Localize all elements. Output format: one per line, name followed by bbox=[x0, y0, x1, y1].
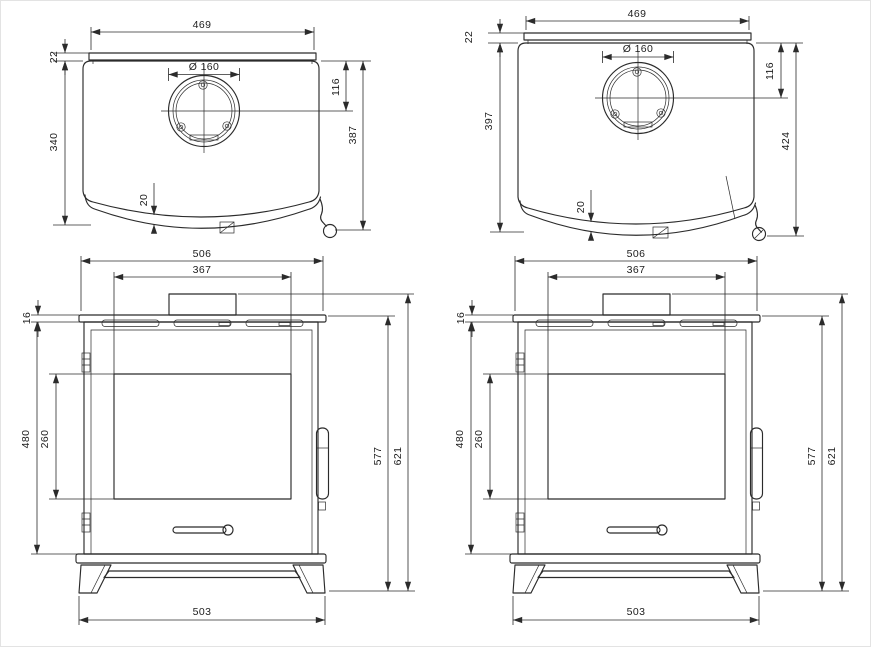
dim-label-glass-width: 367 bbox=[193, 264, 212, 276]
door-glass bbox=[547, 373, 726, 500]
side-handle bbox=[749, 427, 764, 500]
view-top-right: 469 22 397 Ø 160 116 424 20 bbox=[463, 8, 804, 242]
dim-label-base-width: 503 bbox=[627, 606, 646, 618]
latch-detail bbox=[219, 221, 235, 234]
stove-body bbox=[83, 321, 319, 555]
stove-body bbox=[517, 321, 753, 555]
view-top-left: 469 22 340 Ø 160 116 387 20 bbox=[48, 19, 371, 239]
dim-label-height-to-plate: 577 bbox=[806, 447, 818, 466]
stove-top-outline bbox=[517, 32, 767, 242]
door-hinge-hook bbox=[754, 204, 763, 233]
dim-label-glass-height: 260 bbox=[473, 430, 485, 449]
dim-label-base-width: 503 bbox=[193, 606, 212, 618]
dim-label-depth-body: 340 bbox=[48, 133, 60, 152]
dim-label-flue-center: 116 bbox=[330, 78, 342, 96]
dim-label-depth-body: 397 bbox=[483, 112, 495, 131]
dim-label-plate-width: 506 bbox=[193, 248, 212, 260]
dimensions-front-right: 506 367 16 480 260 577 621 503 bbox=[454, 248, 849, 625]
dim-label-plate-thickness: 16 bbox=[455, 312, 467, 324]
dim-label-depth-total: 424 bbox=[780, 132, 792, 151]
flue-centerlines bbox=[161, 64, 353, 153]
door-handle bbox=[172, 524, 234, 536]
front-lip-band bbox=[84, 194, 322, 229]
view-front-left: 506 367 16 480 260 577 621 503 bbox=[20, 248, 415, 625]
base-recess bbox=[537, 570, 735, 579]
leader-line bbox=[725, 175, 736, 220]
top-plate-rear-strip bbox=[88, 52, 317, 61]
dim-label-body-height: 480 bbox=[454, 430, 466, 449]
dim-label-lip: 20 bbox=[138, 194, 150, 206]
dim-label-height-total: 621 bbox=[826, 447, 838, 466]
top-plate-rear-strip bbox=[523, 32, 752, 41]
dimensions-top-right: 469 22 397 Ø 160 116 424 20 bbox=[463, 8, 804, 241]
leg-right bbox=[292, 564, 326, 594]
door-knob-top-view bbox=[322, 223, 338, 239]
vent-slot bbox=[245, 319, 304, 327]
side-handle bbox=[315, 427, 330, 500]
base-plate bbox=[509, 553, 761, 564]
stove-top-outline bbox=[82, 52, 338, 239]
hinge-lower bbox=[515, 512, 525, 533]
dim-label-body-height: 480 bbox=[20, 430, 32, 449]
dim-label-depth-total: 387 bbox=[347, 126, 359, 145]
handle-catch bbox=[318, 501, 326, 511]
dim-label-height-total: 621 bbox=[392, 447, 404, 466]
vent-slot bbox=[679, 319, 738, 327]
base-plate bbox=[75, 553, 327, 564]
latch-detail bbox=[652, 226, 669, 239]
top-plate bbox=[78, 314, 327, 323]
flue-outlet bbox=[161, 64, 353, 153]
door-glass bbox=[113, 373, 292, 500]
dimensions-top-left: 469 22 340 Ø 160 116 387 20 bbox=[48, 19, 371, 234]
dim-label-glass-height: 260 bbox=[39, 430, 51, 449]
view-front-right: 506 367 16 480 260 577 621 503 bbox=[454, 248, 849, 625]
door-frame bbox=[90, 329, 313, 554]
dim-label-plate-gap: 22 bbox=[48, 51, 60, 63]
dim-label-height-to-plate: 577 bbox=[372, 447, 384, 466]
dimensions-front-left: 506 367 16 480 260 577 621 503 bbox=[20, 248, 415, 625]
leg-left bbox=[512, 564, 546, 594]
flue-collar bbox=[602, 293, 671, 316]
dim-label-plate-gap: 22 bbox=[463, 31, 475, 43]
dim-label-glass-width: 367 bbox=[627, 264, 646, 276]
vent-slot bbox=[607, 319, 666, 327]
dim-label-plate-thickness: 16 bbox=[21, 312, 33, 324]
front-lip-band bbox=[519, 200, 757, 236]
handle-catch bbox=[752, 501, 760, 511]
dim-label-width: 469 bbox=[193, 19, 212, 31]
hinge-upper bbox=[515, 352, 525, 373]
leg-right bbox=[726, 564, 760, 594]
dim-label-flue-diameter: Ø 160 bbox=[189, 61, 220, 73]
flue-outlet bbox=[595, 51, 788, 140]
stove-front-outline bbox=[509, 293, 764, 594]
leg-left bbox=[78, 564, 112, 594]
door-hinge-hook bbox=[319, 198, 328, 227]
door-frame bbox=[524, 329, 747, 554]
dim-label-flue-diameter: Ø 160 bbox=[623, 43, 654, 55]
vent-slot bbox=[173, 319, 232, 327]
flue-collar bbox=[168, 293, 237, 316]
vent-slot bbox=[101, 319, 160, 327]
hinge-upper bbox=[81, 352, 91, 373]
top-plate bbox=[512, 314, 761, 323]
dim-label-width: 469 bbox=[628, 8, 647, 20]
hinge-lower bbox=[81, 512, 91, 533]
vent-slot bbox=[535, 319, 594, 327]
dim-label-lip: 20 bbox=[575, 201, 587, 213]
dim-label-plate-width: 506 bbox=[627, 248, 646, 260]
flue-centerlines bbox=[595, 51, 788, 140]
door-knob-top-view bbox=[751, 226, 767, 242]
door-handle bbox=[606, 524, 668, 536]
stove-front-outline bbox=[75, 293, 330, 594]
base-recess bbox=[103, 570, 301, 579]
dim-label-flue-center: 116 bbox=[764, 62, 776, 80]
